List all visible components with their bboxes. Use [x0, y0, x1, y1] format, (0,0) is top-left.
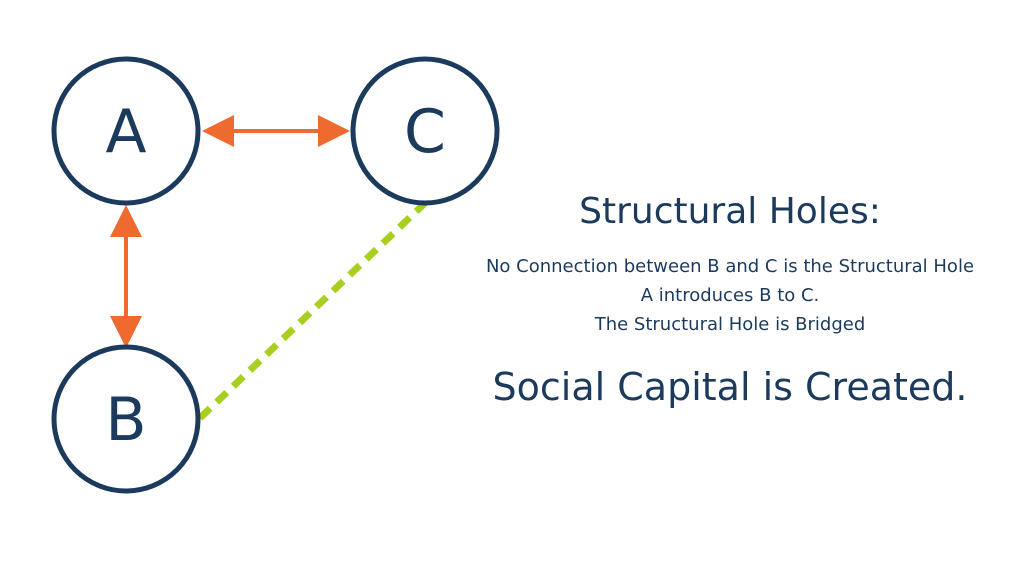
node-a: A — [51, 56, 201, 206]
node-c-circle — [350, 56, 500, 206]
heading: Structural Holes: — [579, 191, 881, 232]
dashed-link-b-c — [197, 200, 428, 421]
node-a-circle — [51, 56, 201, 206]
explanation-lines: No Connection between B and C is the Str… — [460, 252, 1000, 339]
node-b-circle — [51, 344, 201, 494]
node-c-label: C — [404, 97, 446, 167]
explanation-line: A introduces B to C. — [640, 285, 820, 306]
explanation-line: No Connection between B and C is the Str… — [485, 256, 975, 277]
node-c: C — [350, 56, 500, 206]
node-a-label: A — [105, 97, 146, 167]
node-b-label: B — [105, 385, 146, 455]
explanation-line: The Structural Hole is Bridged — [594, 314, 866, 335]
node-b: B — [51, 344, 201, 494]
conclusion: Social Capital is Created. — [492, 365, 968, 409]
